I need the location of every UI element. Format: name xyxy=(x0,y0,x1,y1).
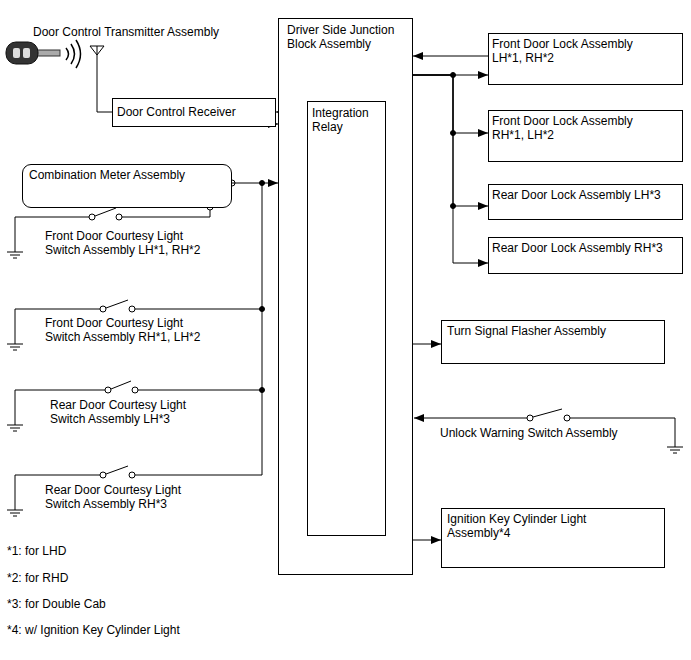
key-light-box: Ignition Key Cylinder Light Assembly*4 xyxy=(441,508,665,568)
meter-box: Combination Meter Assembly xyxy=(22,164,232,208)
signal-arrow xyxy=(232,183,278,184)
door-lock-box: Front Door Lock Assembly LH*1, RH*2 xyxy=(488,33,683,85)
door-switch-symbol xyxy=(7,381,262,431)
junction-block-box: Driver Side Junction Block AssemblyInteg… xyxy=(278,18,413,575)
courtesy-bus-wire xyxy=(262,183,263,475)
signal-arrow xyxy=(413,540,441,541)
signal-arrow xyxy=(413,75,488,206)
box-label: Front Door Lock Assembly RH*1, LH*2 xyxy=(492,114,652,142)
box-label: Ignition Key Cylinder Light Assembly*4 xyxy=(447,512,617,540)
antenna-symbol xyxy=(90,46,112,112)
box-label: Rear Door Lock Assembly RH*3 xyxy=(492,241,679,255)
box-label: Door Control Receiver xyxy=(117,105,271,119)
radio-waves xyxy=(66,40,81,68)
door-lock-box: Front Door Lock Assembly RH*1, LH*2 xyxy=(488,110,683,162)
part-name: Rear Door Courtesy Light Switch Assembly… xyxy=(45,483,217,511)
door-lock-box: Rear Door Lock Assembly LH*3 xyxy=(488,184,683,220)
part-name: Rear Door Courtesy Light Switch Assembly… xyxy=(50,398,222,426)
signal-arrow xyxy=(413,75,488,263)
signal-arrow xyxy=(413,75,488,133)
box-label: Turn Signal Flasher Assembly xyxy=(447,324,659,338)
part-name: Unlock Warning Switch Assembly xyxy=(440,426,618,440)
part-name: Front Door Courtesy Light Switch Assembl… xyxy=(45,316,217,344)
footnote: *1: for LHD xyxy=(7,544,66,558)
key-fob-icon xyxy=(6,42,60,64)
receiver-box: Door Control Receiver xyxy=(112,98,276,127)
part-name: Front Door Courtesy Light Switch Assembl… xyxy=(45,229,217,257)
footnote: *4: w/ Ignition Key Cylinder Light xyxy=(7,623,180,637)
footnote: *3: for Double Cab xyxy=(7,597,106,611)
signal-arrow xyxy=(413,344,441,345)
relay-box: Integration Relay xyxy=(307,101,386,536)
footnote: *2: for RHD xyxy=(7,571,68,585)
signal-arrow xyxy=(413,56,488,57)
box-label: Rear Door Lock Assembly LH*3 xyxy=(492,188,679,202)
box-label: Driver Side Junction Block Assembly xyxy=(287,23,404,51)
door-switch-symbol xyxy=(7,466,262,516)
box-label: Integration Relay xyxy=(312,106,381,134)
box-label: Combination Meter Assembly xyxy=(29,168,225,182)
unlock-switch-symbol xyxy=(414,409,683,453)
door-lock-box: Rear Door Lock Assembly RH*3 xyxy=(488,237,683,274)
box-label: Front Door Lock Assembly LH*1, RH*2 xyxy=(492,37,652,65)
flasher-box: Turn Signal Flasher Assembly xyxy=(441,320,665,364)
door-switch-symbol xyxy=(7,300,262,350)
part-name: Door Control Transmitter Assembly xyxy=(33,25,219,39)
